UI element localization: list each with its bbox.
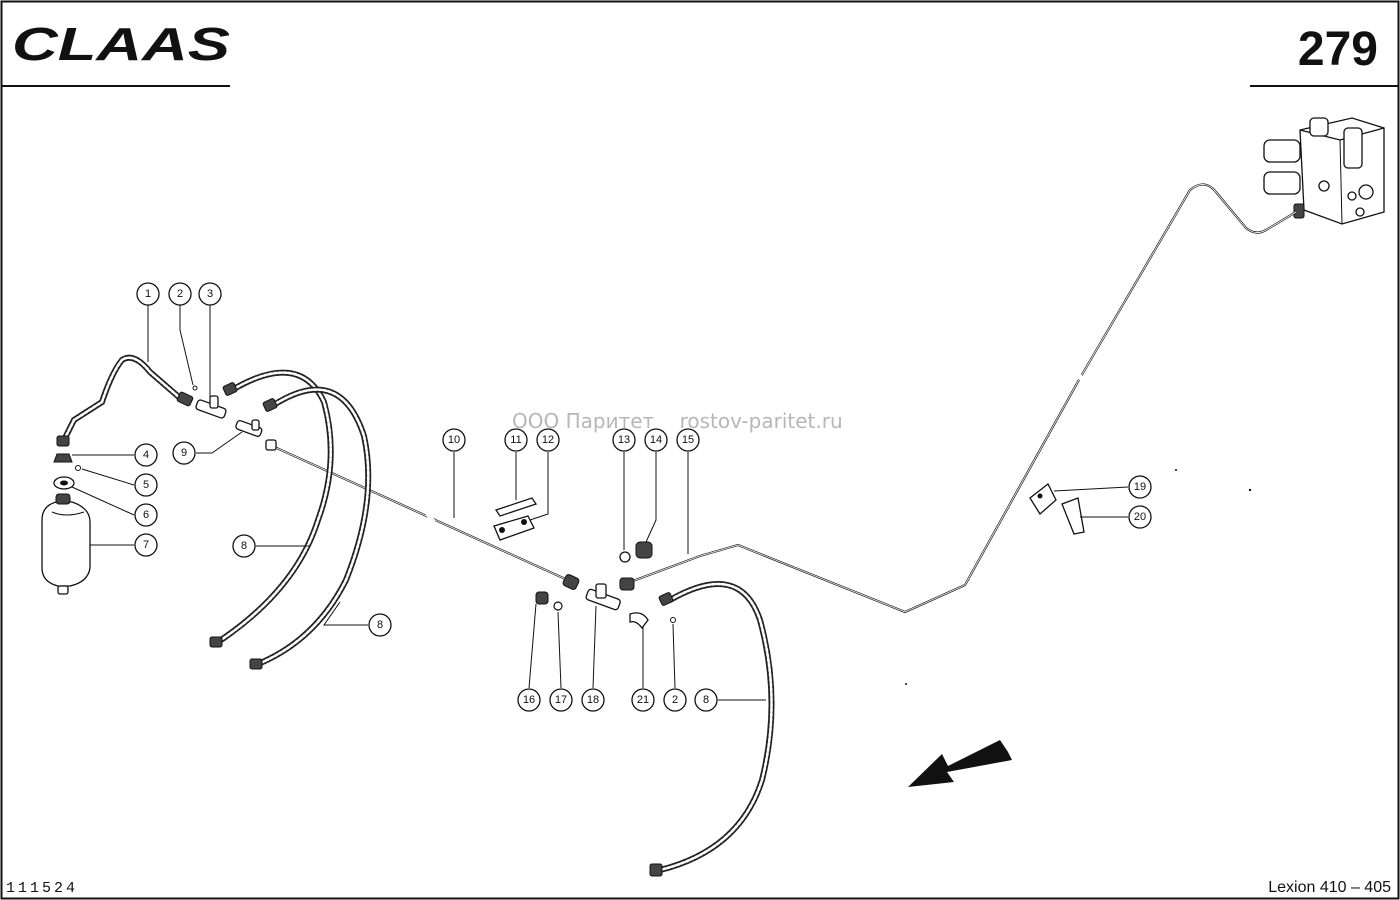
callout-15: 15	[676, 428, 700, 452]
svg-text:8: 8	[377, 619, 383, 631]
svg-text:3: 3	[207, 288, 213, 300]
callout-10: 10	[442, 428, 466, 452]
svg-text:14: 14	[650, 434, 662, 446]
accumulator-parts	[41, 453, 91, 595]
drawing-number: 111524	[6, 880, 78, 897]
svg-text:17: 17	[555, 694, 567, 706]
clamp-19-20	[1029, 483, 1085, 535]
callout-21: 21	[631, 688, 655, 712]
svg-text:7: 7	[143, 539, 149, 551]
callout-6: 6	[134, 503, 158, 527]
svg-text:5: 5	[143, 479, 149, 491]
valve-block	[1263, 117, 1385, 225]
callout-17: 17	[549, 688, 573, 712]
callout-8-c: 8	[694, 688, 718, 712]
svg-text:12: 12	[542, 434, 554, 446]
callout-20: 20	[1128, 505, 1152, 529]
fittings-13-14	[619, 541, 653, 563]
svg-text:8: 8	[241, 540, 247, 552]
accumulator-line	[56, 354, 194, 447]
direction-arrow	[908, 740, 1012, 787]
callout-13: 13	[612, 428, 636, 452]
hose-8-left-b	[249, 386, 372, 670]
callout-19: 19	[1128, 475, 1152, 499]
model-label: Lexion 410 – 405	[1268, 879, 1391, 896]
watermark: ООО Паритет rostov-paritet.ru	[512, 409, 843, 433]
callout-1: 1	[136, 282, 160, 306]
svg-text:6: 6	[143, 509, 149, 521]
callout-5: 5	[134, 473, 158, 497]
callout-8-a: 8	[232, 534, 256, 558]
pipe-item-10	[265, 439, 580, 590]
hose-8-left-a	[209, 369, 334, 648]
svg-text:10: 10	[448, 434, 460, 446]
callout-4: 4	[134, 443, 158, 467]
svg-text:20: 20	[1134, 511, 1146, 523]
leader-lines	[71, 305, 1129, 701]
svg-text:16: 16	[523, 694, 535, 706]
svg-text:13: 13	[618, 434, 630, 446]
svg-text:2: 2	[177, 288, 183, 300]
callout-2-bottom: 2	[663, 688, 687, 712]
svg-text:11: 11	[510, 434, 521, 446]
callout-2-top: 2	[168, 282, 192, 306]
hose-8-right	[649, 581, 775, 877]
callout-18: 18	[581, 688, 605, 712]
callout-11: 11	[504, 428, 528, 452]
svg-text:1: 1	[145, 288, 151, 300]
tee-fitting-9	[235, 419, 263, 437]
fittings-16-21	[535, 577, 676, 630]
svg-text:21: 21	[637, 694, 649, 706]
callout-3: 3	[198, 282, 222, 306]
pressure-pipe	[629, 183, 1297, 614]
callout-12: 12	[536, 428, 560, 452]
callout-9: 9	[172, 441, 196, 465]
svg-text:19: 19	[1134, 481, 1146, 493]
svg-text:15: 15	[682, 434, 694, 446]
tee-fitting-3	[195, 395, 227, 419]
clamp-11-12	[493, 497, 538, 541]
brand-logo: CLAAS	[12, 18, 230, 70]
svg-text:8: 8	[703, 694, 709, 706]
svg-text:18: 18	[587, 694, 599, 706]
page-number: 279	[1298, 23, 1378, 76]
callout-8-b: 8	[368, 613, 392, 637]
callout-14: 14	[644, 428, 668, 452]
svg-text:2: 2	[672, 694, 678, 706]
svg-text:4: 4	[143, 449, 149, 461]
callout-7: 7	[134, 533, 158, 557]
svg-text:9: 9	[181, 447, 187, 459]
callout-16: 16	[517, 688, 541, 712]
